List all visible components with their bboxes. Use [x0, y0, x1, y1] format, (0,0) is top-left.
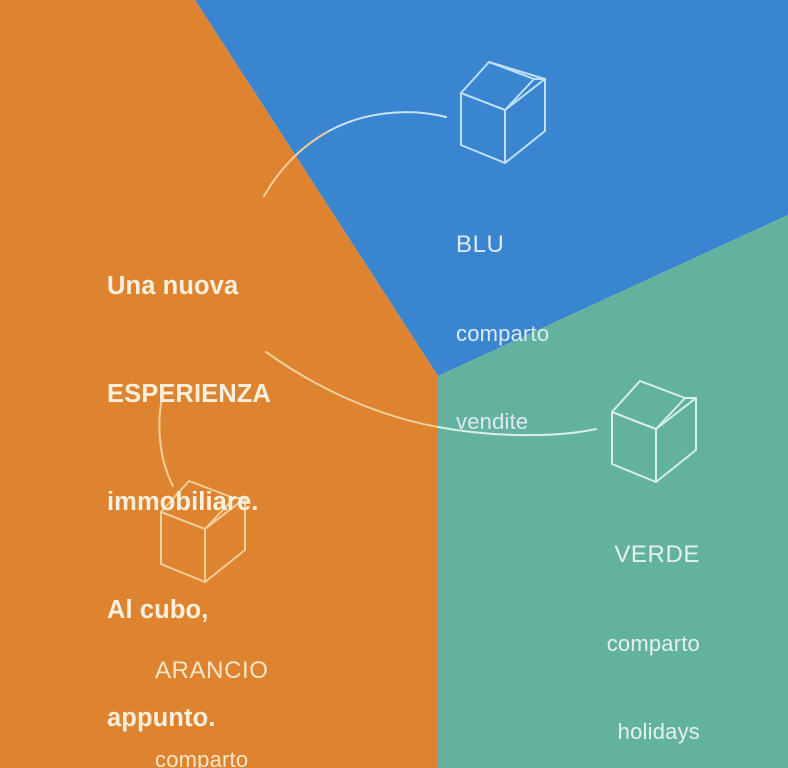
region-blu	[195, 0, 788, 376]
segment-sub-verde-1: comparto	[606, 630, 700, 656]
segment-sub-verde-2: holidays	[617, 719, 700, 744]
segment-sub-blu-2: vendite	[456, 409, 529, 434]
house-cube-icon-blu	[460, 61, 546, 164]
segment-name-arancio: ARANCIO	[155, 657, 269, 684]
headline-line-2: ESPERIENZA	[107, 380, 271, 408]
headline-line-5: appunto.	[107, 704, 216, 732]
headline-line-4: Al cubo,	[107, 596, 209, 624]
connector-curve-blu-orange-part	[263, 130, 330, 197]
connector-curve-verde-orange-part	[265, 351, 439, 428]
segment-label-blu: BLU comparto vendite	[456, 171, 549, 496]
region-verde	[438, 215, 788, 768]
connector-curve-arancio	[158, 392, 174, 487]
headline-line-3: immobiliare.	[107, 488, 259, 516]
segment-label-verde: VERDE comparto holidays	[607, 481, 700, 768]
headline-line-1: Una nuova	[107, 272, 239, 300]
segment-sub-arancio-1: comparto	[155, 746, 249, 768]
segment-name-blu: BLU	[456, 231, 505, 258]
segment-name-verde: VERDE	[614, 541, 700, 568]
connector-curve-blu	[328, 111, 447, 132]
segment-sub-blu-1: comparto	[456, 320, 550, 346]
connector-curve-verde	[437, 426, 597, 437]
house-cube-icon-verde	[611, 380, 697, 483]
headline: Una nuova ESPERIENZA immobiliare. Al cub…	[107, 196, 407, 768]
house-cube-icon-arancio	[160, 480, 246, 583]
region-arancio	[0, 0, 438, 768]
segment-label-arancio: ARANCIO comparto affitti	[155, 597, 269, 768]
